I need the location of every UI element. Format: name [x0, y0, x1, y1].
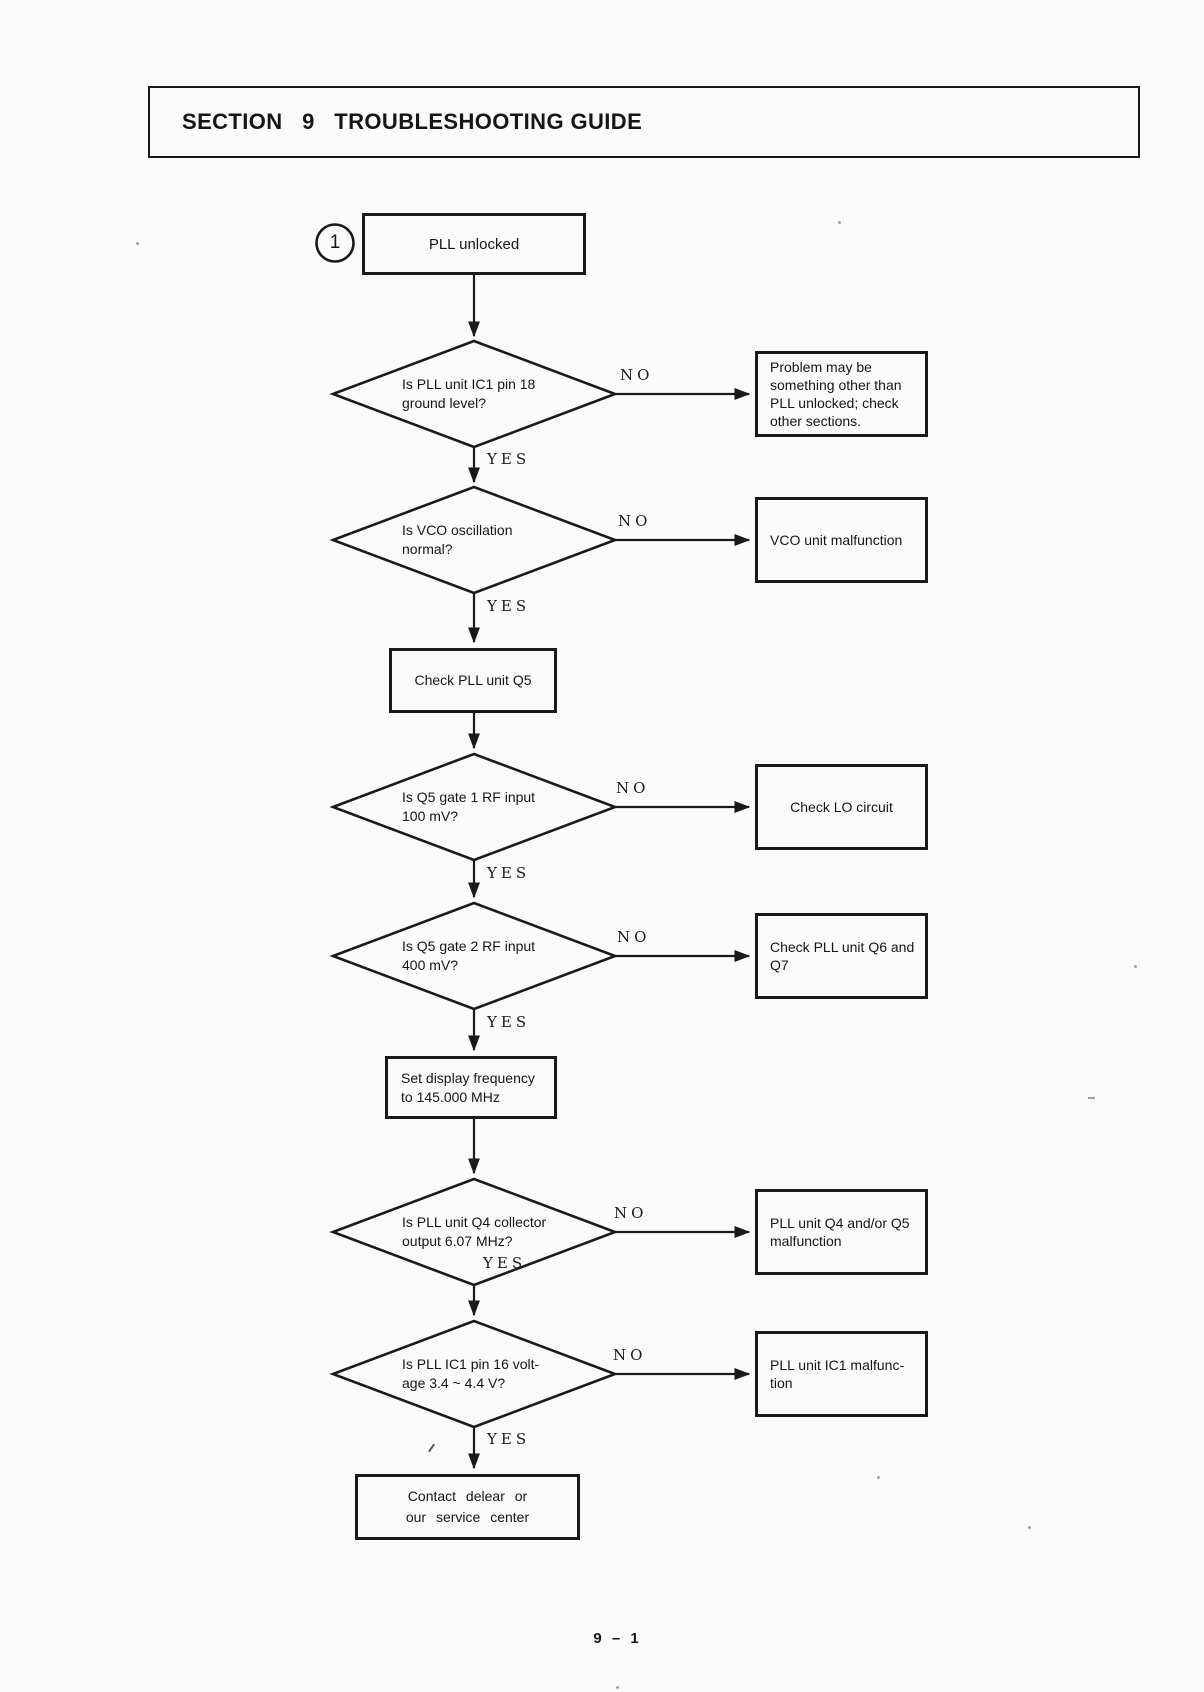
no-label-d1: NO: [620, 366, 654, 384]
scan-speck: [838, 221, 841, 224]
scan-speck: [136, 242, 139, 245]
scan-speck: [1134, 965, 1137, 968]
no-label-d5: NO: [614, 1204, 648, 1222]
no-label-d6: NO: [613, 1346, 647, 1364]
scan-speck: [877, 1476, 880, 1479]
result-check-q6-q7-text: Check PLL unit Q6 and Q7: [770, 939, 915, 973]
yes-label-d1: YES: [487, 450, 531, 468]
result-box-other-problem: Problem may be something other than PLL …: [755, 351, 928, 437]
decision-2-question: Is VCO oscillation normal?: [402, 522, 513, 557]
start-step-number: 1: [329, 232, 341, 253]
end-node: Contact delear or our service center: [355, 1474, 580, 1540]
yes-label-d2: YES: [487, 597, 531, 615]
scan-speck: [1088, 1097, 1095, 1099]
result-check-lo-circuit-text: Check LO circuit: [790, 799, 893, 815]
result-other-problem-text: Problem may be something other than PLL …: [770, 359, 902, 429]
decision-5-question: Is PLL unit Q4 collector output 6.07 MHz…: [402, 1214, 547, 1249]
decision-3-question: Is Q5 gate 1 RF input 100 mV?: [402, 789, 536, 824]
result-ic1-malfunction-text: PLL unit IC1 malfunc- tion: [770, 1357, 905, 1391]
section-title: SECTION 9 TROUBLESHOOTING GUIDE: [182, 109, 643, 134]
yes-label-d4: YES: [487, 1013, 531, 1031]
scan-speck: [616, 1686, 619, 1689]
yes-label-d3: YES: [487, 864, 531, 882]
process-set-display-frequency-label: Set display frequency to 145.000 MHz: [401, 1069, 535, 1105]
no-label-d2: NO: [618, 512, 652, 530]
no-label-d4: NO: [617, 928, 651, 946]
decision-6-question: Is PLL IC1 pin 16 volt- age 3.4 ~ 4.4 V?: [402, 1356, 540, 1391]
yes-label-d6: YES: [487, 1430, 531, 1448]
process-check-pll-q5-label: Check PLL unit Q5: [414, 672, 532, 688]
section-title-box: SECTION 9 TROUBLESHOOTING GUIDE: [148, 86, 1140, 158]
page-number: 9 – 1: [593, 1630, 642, 1647]
result-box-vco-malfunction: VCO unit malfunction: [755, 497, 928, 583]
result-vco-malfunction-text: VCO unit malfunction: [770, 532, 903, 548]
result-box-q4-q5-malfunction: PLL unit Q4 and/or Q5 malfunction: [755, 1189, 928, 1275]
result-box-check-q6-q7: Check PLL unit Q6 and Q7: [755, 913, 928, 999]
result-q4-q5-malfunction-text: PLL unit Q4 and/or Q5 malfunction: [770, 1215, 910, 1249]
process-set-display-frequency: Set display frequency to 145.000 MHz: [385, 1056, 557, 1119]
result-box-ic1-malfunction: PLL unit IC1 malfunc- tion: [755, 1331, 928, 1417]
end-node-label: Contact delear or our service center: [405, 1488, 530, 1525]
start-node-label: PLL unlocked: [428, 235, 520, 253]
decision-4-question: Is Q5 gate 2 RF input 400 mV?: [402, 938, 536, 973]
start-node: PLL unlocked: [362, 213, 586, 275]
scan-speck: [1028, 1526, 1031, 1529]
start-step-circle: [315, 223, 355, 263]
no-label-d3: NO: [616, 779, 650, 797]
decision-1-question: Is PLL unit IC1 pin 18 ground level?: [402, 376, 536, 411]
result-box-check-lo-circuit: Check LO circuit: [755, 764, 928, 850]
yes-label-d5: YES: [483, 1254, 527, 1272]
process-check-pll-q5: Check PLL unit Q5: [389, 648, 557, 713]
